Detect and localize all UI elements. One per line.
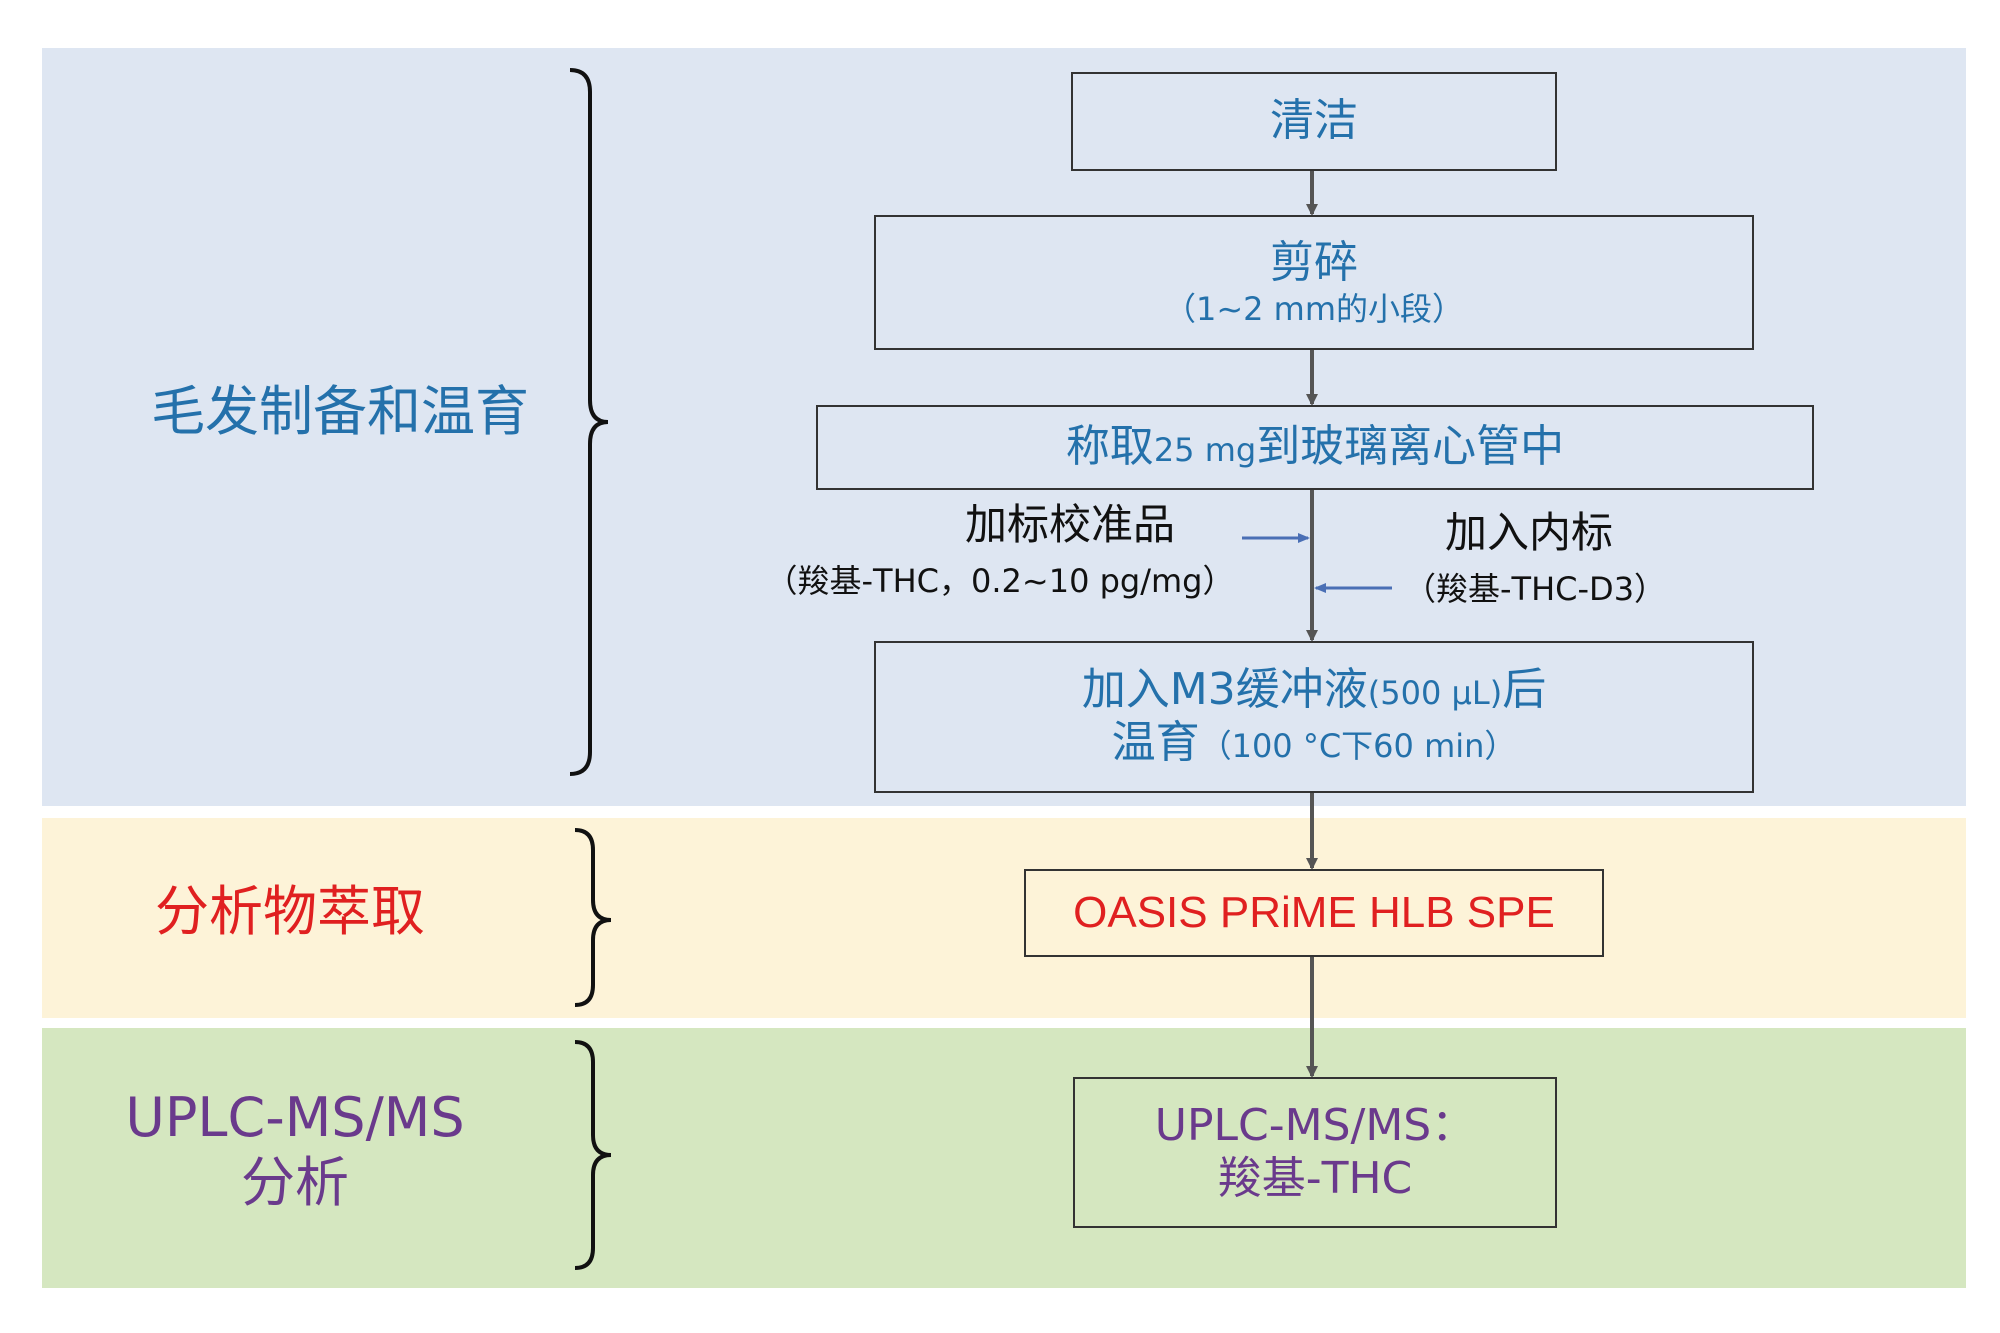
- step-cut-detail: （1~2 mm的小段）: [1163, 289, 1465, 328]
- internal-standard-note: 加入内标 （羧基-THC-D3）: [1404, 508, 1667, 609]
- stage-label-analysis: UPLC-MS/MS 分析: [125, 1086, 465, 1214]
- step-weigh-box: 称取25 mg到玻璃离心管中: [816, 405, 1814, 490]
- stage-label-preparation: 毛发制备和温育: [151, 380, 529, 443]
- brace-extraction: [574, 828, 612, 1007]
- step-buffer-conditions: （100 °C下60 min）: [1199, 727, 1517, 765]
- brace-analysis: [574, 1040, 612, 1270]
- calibrator-title: 加标校准品: [964, 500, 1175, 549]
- step-buffer-line2: 温育（100 °C下60 min）: [1112, 717, 1517, 770]
- step-spe-box: OASIS PRiME HLB SPE: [1024, 869, 1604, 957]
- step-uplc-box: UPLC-MS/MS： 羧基-THC: [1073, 1077, 1557, 1228]
- step-buffer-line1: 加入M3缓冲液(500 μL)后: [1082, 664, 1546, 717]
- step-buffer-volume: (500 μL): [1367, 674, 1503, 713]
- step-buffer-line2-a: 温育: [1111, 717, 1200, 768]
- internal-standard-detail: （羧基-THC-D3）: [1404, 570, 1667, 609]
- stage-band-extraction: [42, 818, 1966, 1018]
- step-weigh-label-b: 到玻璃离心管中: [1256, 421, 1565, 473]
- step-clean-box: 清洁: [1071, 72, 1557, 171]
- step-uplc-line2: 羧基-THC: [1217, 1152, 1413, 1204]
- calibrator-note: 加标校准品 （羧基-THC，0.2~10 pg/mg）: [760, 500, 1240, 601]
- step-weigh-label-a: 称取: [1065, 421, 1154, 473]
- stage-band-analysis: [42, 1028, 1966, 1288]
- step-spe-label: OASIS PRiME HLB SPE: [1073, 887, 1555, 937]
- step-weigh-amount: 25 mg: [1153, 431, 1257, 470]
- internal-standard-title: 加入内标: [1444, 508, 1613, 557]
- step-weigh-label: 称取25 mg到玻璃离心管中: [1066, 421, 1564, 474]
- step-buffer-line1-a: 加入M3缓冲液: [1081, 664, 1368, 716]
- calibrator-detail: （羧基-THC，0.2~10 pg/mg）: [765, 562, 1235, 601]
- step-cut-box: 剪碎 （1~2 mm的小段）: [874, 215, 1754, 350]
- step-cut-label: 剪碎: [1270, 236, 1358, 288]
- step-clean-label: 清洁: [1270, 95, 1358, 147]
- stage-label-extraction: 分析物萃取: [155, 880, 425, 943]
- stage-band-preparation: [42, 48, 1966, 806]
- step-uplc-line1: UPLC-MS/MS：: [1154, 1099, 1476, 1151]
- brace-preparation: [569, 68, 609, 776]
- step-buffer-box: 加入M3缓冲液(500 μL)后 温育（100 °C下60 min）: [874, 641, 1754, 793]
- step-buffer-line1-b: 后: [1502, 664, 1547, 716]
